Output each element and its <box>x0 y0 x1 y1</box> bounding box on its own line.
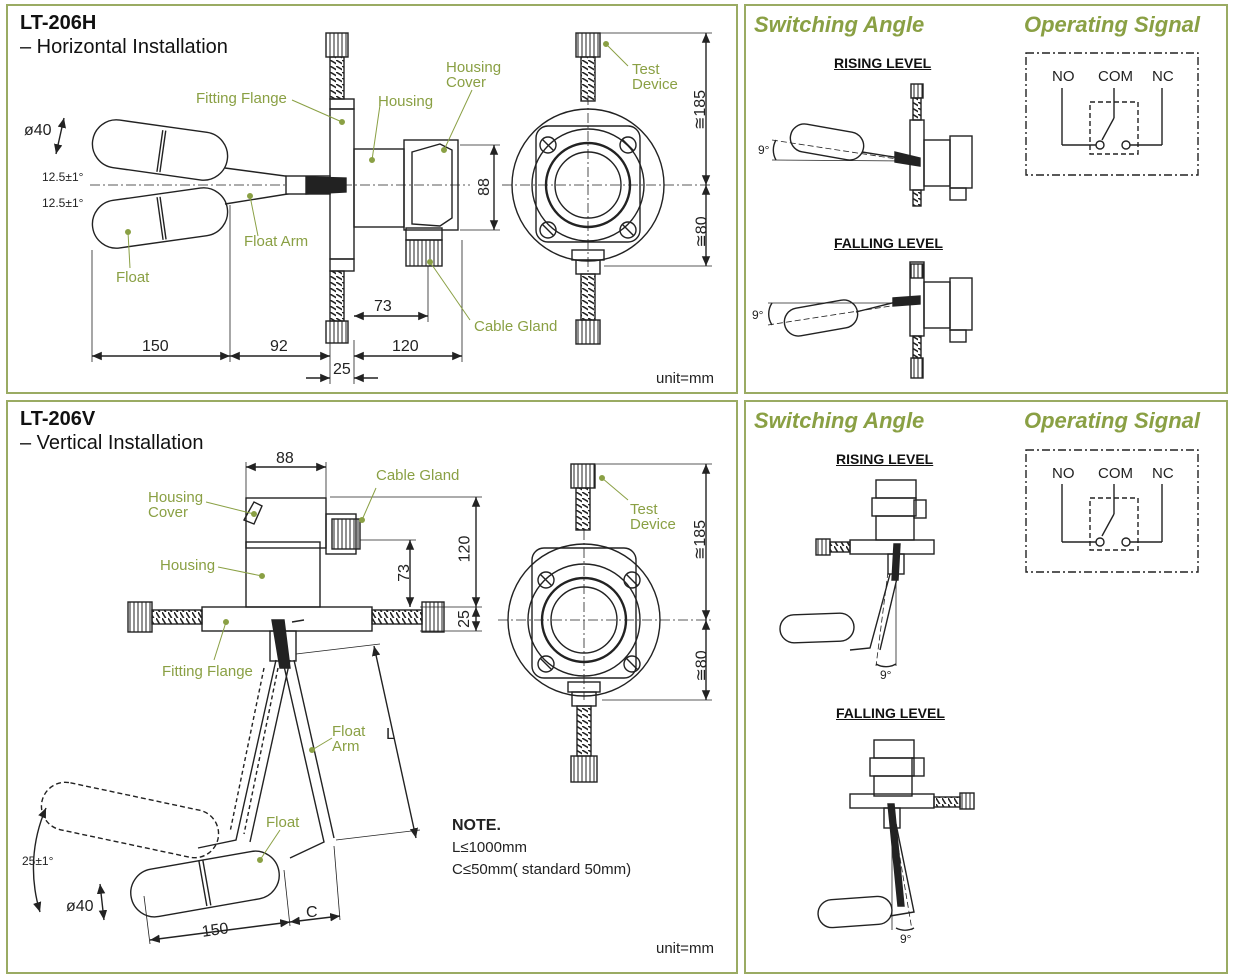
callout-cable-gland-v: Cable Gland <box>376 467 460 484</box>
callout-housing-v: Housing <box>160 557 216 574</box>
dim-92-h: 92 <box>270 338 288 355</box>
dim-angle-v: 25±1° <box>22 854 54 868</box>
switching-panel-top <box>744 4 1228 394</box>
dim-L-v: L <box>386 726 395 743</box>
dim-120-h: 120 <box>392 338 419 355</box>
angle-rising-bottom: 9° <box>880 668 892 682</box>
unit-v: unit=mm <box>656 940 714 957</box>
dim-25-h: 25 <box>333 361 351 378</box>
callout-cable-gland-h: Cable Gland <box>474 318 558 335</box>
float-v <box>130 850 280 918</box>
angle-falling-top: 9° <box>752 308 764 322</box>
float-dashed-v <box>40 781 220 859</box>
signal-com-bottom: COM <box>1098 465 1133 482</box>
note-heading: NOTE. <box>452 817 501 834</box>
dim-C-v: C <box>306 904 318 921</box>
float-upper-h <box>91 119 229 181</box>
dim-25-v: 25 <box>455 610 473 628</box>
dim-80-h: ≅80 <box>693 216 711 248</box>
callout-float-arm-h: Float Arm <box>244 233 309 250</box>
flange-v <box>201 606 373 632</box>
dim-88-v: 88 <box>276 450 294 467</box>
callout-housing-cover-v: Housing Cover <box>148 489 204 521</box>
callout-float-arm-v: Float Arm <box>332 723 366 755</box>
dim-185-v: ≅185 <box>692 519 710 561</box>
dim-dia-h: ø40 <box>24 122 52 139</box>
dim-angle1-h: 12.5±1° <box>42 170 84 184</box>
dim-dia-v: ø40 <box>66 898 94 915</box>
callout-housing-cover-h: Housing Cover <box>446 59 502 91</box>
falling-level-bottom: FALLING LEVEL <box>836 705 945 721</box>
dim-73-h: 73 <box>374 298 392 315</box>
model-title-h: LT-206H <box>20 12 97 34</box>
dim-88-h: 88 <box>475 178 493 196</box>
operating-signal-title-top: Operating Signal <box>1024 12 1201 37</box>
callout-float-h: Float <box>116 269 150 286</box>
dim-120-v: 120 <box>456 535 474 563</box>
note-line-2: C≤50mm( standard 50mm) <box>452 861 632 878</box>
callout-test-device-v: Test Device <box>630 501 676 533</box>
callout-fitting-flange-v: Fitting Flange <box>162 663 253 680</box>
signal-no-top: NO <box>1052 68 1075 85</box>
dim-73-v: 73 <box>395 564 413 582</box>
dim-150-v: 150 <box>200 920 230 941</box>
dim-80-v: ≅80 <box>693 650 711 682</box>
angle-falling-bottom: 9° <box>900 932 912 946</box>
model-title-v: LT-206V <box>20 408 96 430</box>
knob-top-h <box>325 32 349 58</box>
switching-angle-title-bottom: Switching Angle <box>754 408 925 433</box>
signal-no-bottom: NO <box>1052 465 1075 482</box>
rising-level-bottom: RISING LEVEL <box>836 451 934 467</box>
dim-angle2-h: 12.5±1° <box>42 196 84 210</box>
knob-left-v <box>127 601 153 633</box>
unit-h: unit=mm <box>656 370 714 387</box>
float-lower-h <box>91 187 229 249</box>
subtitle-v: – Vertical Installation <box>20 432 204 454</box>
dim-185-h: ≅185 <box>692 89 710 131</box>
horizontal-panel <box>6 4 738 394</box>
callout-fitting-flange-h: Fitting Flange <box>196 90 287 107</box>
knob-top-front-h <box>575 32 601 58</box>
signal-nc-bottom: NC <box>1152 465 1174 482</box>
housing-v <box>245 541 321 608</box>
housing-cover-v <box>245 497 327 549</box>
signal-nc-top: NC <box>1152 68 1174 85</box>
note-line-1: L≤1000mm <box>452 839 527 856</box>
note-block: NOTE. L≤1000mm C≤50mm( standard 50mm) <box>452 815 631 881</box>
switching-angle-title-top: Switching Angle <box>754 12 925 37</box>
spring-bottom-h <box>329 270 345 322</box>
callout-float-v: Float <box>266 814 300 831</box>
subtitle-h: – Horizontal Installation <box>20 36 228 58</box>
housing-h <box>353 148 405 228</box>
falling-level-top: FALLING LEVEL <box>834 235 943 251</box>
rising-level-top: RISING LEVEL <box>834 55 932 71</box>
knob-bottom-h <box>325 320 349 344</box>
signal-com-top: COM <box>1098 68 1133 85</box>
dim-150-h: 150 <box>142 338 169 355</box>
switching-panel-bottom <box>744 400 1228 974</box>
spring-top-h <box>329 56 345 100</box>
callout-test-device-h: Test Device <box>632 61 678 93</box>
callout-housing-h: Housing <box>378 93 434 110</box>
operating-signal-title-bottom: Operating Signal <box>1024 408 1201 433</box>
angle-rising-top: 9° <box>758 143 770 157</box>
